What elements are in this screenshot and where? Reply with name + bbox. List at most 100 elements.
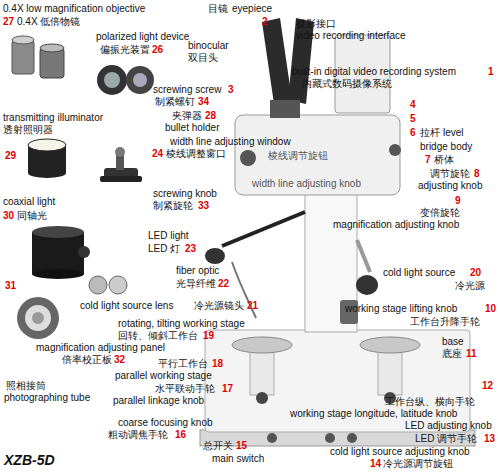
part-label: 0.4X 低倍物镜 — [17, 16, 80, 28]
part-label: 拉杆 — [420, 127, 440, 139]
part-label: LED adjusting knob — [405, 420, 492, 432]
part-label: built-in digital video recording system — [292, 66, 456, 78]
part-label: width line adjusting window — [170, 136, 291, 148]
part-label: 目镜 — [208, 3, 228, 15]
callout-number: 26 — [152, 44, 163, 56]
callout-number: 23 — [185, 243, 196, 255]
part-label: 桥体 — [434, 154, 454, 166]
part-label: cold light source adjusting knob — [330, 446, 470, 458]
part-label: fiber optic — [176, 265, 219, 277]
callout-number: 1 — [488, 66, 494, 78]
callout-number: 10 — [485, 303, 496, 315]
callout-number: 15 — [236, 440, 247, 452]
callout-number: 7 — [425, 154, 431, 166]
callout-number: 6 — [410, 127, 416, 139]
part-label: cold light source lens — [80, 300, 173, 312]
part-label: 倍率校正板 — [62, 354, 112, 366]
part-label: bullet holder — [165, 122, 219, 134]
part-label: adjusting knob — [418, 180, 483, 192]
part-label: 总开关 — [203, 440, 233, 452]
lens-photo — [89, 276, 127, 294]
callout-number: 12 — [482, 380, 493, 392]
part-label: working stage longitude, latitude knob — [290, 408, 457, 420]
part-label: 0.4X low magnification objective — [3, 3, 145, 15]
callout-number: 29 — [5, 150, 16, 162]
callout-number: 13 — [484, 433, 495, 445]
body-label: 棱线调节旋钮 — [268, 150, 328, 162]
part-label: parallel working stage — [115, 370, 212, 382]
part-label: parallel linkage knob — [113, 395, 204, 407]
part-label: 平行工作台 — [158, 358, 208, 370]
part-label: LED 灯 — [148, 243, 180, 255]
callout-number: 27 — [3, 16, 14, 28]
callout-number: 18 — [212, 358, 223, 370]
part-label: 工作台纵、横向手轮 — [385, 396, 475, 408]
callout-number: 14 — [370, 458, 381, 470]
part-label: transmitting illuminator — [3, 112, 103, 124]
callout-number: 34 — [198, 96, 209, 108]
part-label: base — [442, 336, 464, 348]
part-label: coarse focusing knob — [118, 417, 213, 429]
part-label: 棱线调整窗口 — [166, 148, 226, 160]
part-label: 冷光源 — [455, 280, 485, 292]
part-label: 内藏式数码摄像系统 — [302, 78, 392, 90]
part-label: 摄影接口 — [296, 18, 336, 30]
part-label: 照相接筒 — [6, 380, 46, 392]
callout-number: 17 — [222, 383, 233, 395]
callout-number: 9 — [455, 195, 461, 207]
callout-number: 2 — [262, 16, 268, 28]
callout-number: 33 — [198, 200, 209, 212]
part-label: LED 调节手轮 — [415, 433, 477, 445]
part-label: 制紧螺钉 — [155, 96, 195, 108]
part-label: level — [443, 127, 464, 139]
polarizer-photo — [97, 65, 154, 95]
photo-tube-photo — [17, 297, 59, 339]
part-label: eyepiece — [232, 3, 272, 15]
microscope — [200, 18, 475, 446]
callout-number: 5 — [410, 113, 416, 125]
part-label: main switch — [212, 453, 264, 465]
callout-number: 31 — [5, 280, 16, 292]
part-label: 透射照明器 — [3, 124, 53, 136]
part-label: binocular — [188, 40, 229, 52]
part-label: 双目头 — [188, 52, 218, 64]
callout-number: 11 — [466, 348, 477, 360]
part-label: 调节旋轮 — [430, 168, 470, 180]
part-label: 夹弹器 — [172, 110, 202, 122]
callout-number: 24 — [152, 148, 163, 160]
callout-number: 32 — [114, 354, 125, 366]
part-label: screwing knob — [153, 188, 217, 200]
callout-number: 22 — [218, 278, 229, 290]
callout-number: 16 — [175, 429, 186, 441]
coaxial-photo — [32, 226, 90, 279]
callout-number: 19 — [203, 330, 214, 342]
callout-number: 30 — [3, 210, 14, 222]
part-label: video recording interface — [296, 30, 406, 42]
part-label: 变倍旋轮 — [420, 207, 460, 219]
part-label: 偏振光装置 — [100, 44, 150, 56]
part-label: coaxial light — [3, 196, 55, 208]
callout-number: 4 — [410, 99, 416, 111]
part-label: 水平联动手轮 — [155, 383, 215, 395]
part-label: magnification adjusting knob — [333, 219, 459, 231]
part-label: bridge body — [420, 141, 472, 153]
objective-photo — [12, 36, 64, 78]
part-label: working stage lifting knob — [345, 303, 457, 315]
part-label: 同轴光 — [17, 210, 47, 222]
part-label: polarized light device — [96, 31, 189, 43]
part-label: 回转、倾斜工作台 — [118, 330, 198, 342]
part-label: 底座 — [442, 348, 462, 360]
callout-number: 8 — [474, 168, 480, 180]
part-label: rotating, tilting working stage — [118, 318, 245, 330]
callout-number: 20 — [470, 267, 481, 279]
part-label: 粗动调焦手轮 — [108, 429, 168, 441]
part-label: 冷光源镜头 — [194, 300, 244, 312]
part-label: cold light source — [383, 267, 455, 279]
callout-number: 28 — [205, 110, 216, 122]
part-label: 光导纤维 — [176, 278, 216, 290]
bullet-holder-photo — [100, 147, 142, 182]
part-label: photographing tube — [4, 392, 90, 404]
part-label: screwing screw — [153, 84, 221, 96]
part-label: magnification adjusting panel — [36, 342, 165, 354]
callout-number: 21 — [247, 300, 258, 312]
